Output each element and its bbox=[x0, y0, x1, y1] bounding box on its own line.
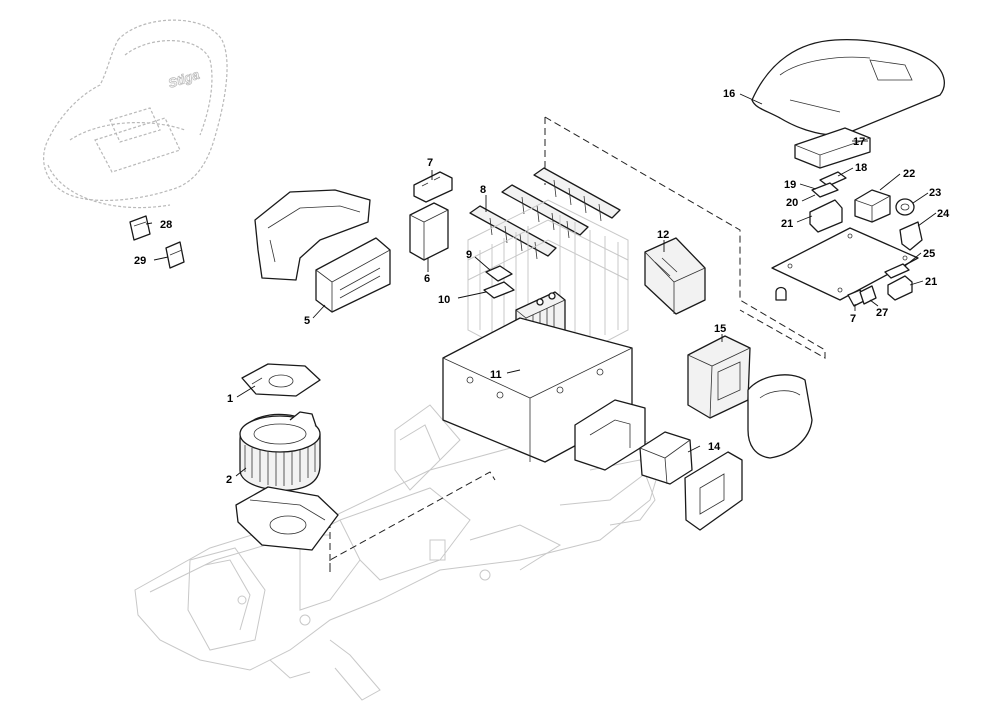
callout-6: 6 bbox=[424, 273, 430, 285]
fitting-part-19-20 bbox=[811, 182, 839, 198]
callout-22: 22 bbox=[903, 168, 915, 180]
fitting-part-25 bbox=[884, 263, 910, 279]
callout-27: 27 bbox=[876, 307, 888, 319]
callout-25: 25 bbox=[923, 248, 935, 260]
controller-cover bbox=[747, 374, 813, 459]
callout-18: 18 bbox=[855, 162, 867, 174]
motor-controller-part-15 bbox=[687, 335, 751, 419]
chassis-frame-ghost bbox=[134, 404, 666, 701]
control-module-part-5 bbox=[315, 237, 391, 313]
relay-part-22 bbox=[854, 189, 891, 223]
callout-16: 16 bbox=[723, 88, 735, 100]
callout-17: 17 bbox=[853, 136, 865, 148]
callout-28: 28 bbox=[160, 219, 172, 231]
cap-part bbox=[775, 286, 787, 301]
fuse-holder-part-23 bbox=[895, 198, 915, 216]
callout-20: 20 bbox=[786, 197, 798, 209]
seat-ghost: Stiga bbox=[43, 19, 228, 209]
callout-7-upper: 7 bbox=[427, 157, 433, 169]
callout-19: 19 bbox=[784, 179, 796, 191]
callout-10: 10 bbox=[438, 294, 450, 306]
controller-part-12 bbox=[644, 237, 706, 315]
callout-2: 2 bbox=[226, 474, 232, 486]
motor-part-2 bbox=[239, 411, 321, 491]
callout-14: 14 bbox=[708, 441, 721, 453]
clip-part-28 bbox=[129, 215, 151, 241]
callout-21-lower: 21 bbox=[925, 276, 937, 288]
callout-15: 15 bbox=[714, 323, 726, 335]
grommet-part-24 bbox=[899, 221, 923, 251]
plate-part-1 bbox=[241, 363, 321, 397]
callout-12: 12 bbox=[657, 229, 669, 241]
callout-23: 23 bbox=[929, 187, 941, 199]
clip-part-29 bbox=[165, 241, 185, 269]
connector-part-10 bbox=[483, 281, 515, 299]
clip-part-27 bbox=[859, 285, 877, 305]
callout-1: 1 bbox=[227, 393, 233, 405]
callout-8: 8 bbox=[480, 184, 486, 196]
callout-7-lower: 7 bbox=[850, 313, 856, 325]
callout-labels: 1 2 5 6 7 7 8 9 10 11 12 14 15 16 17 18 … bbox=[134, 88, 950, 486]
bracket-part-6 bbox=[409, 202, 449, 261]
contactor-part-14 bbox=[639, 431, 693, 485]
callout-21-upper: 21 bbox=[781, 218, 793, 230]
bracket-part-21-upper bbox=[809, 199, 843, 233]
seat-logo: Stiga bbox=[166, 67, 201, 91]
leader-lines bbox=[145, 93, 937, 477]
callout-29: 29 bbox=[134, 255, 146, 267]
callout-5: 5 bbox=[304, 315, 310, 327]
bracket-part-21-lower bbox=[887, 275, 913, 301]
electrical-plate bbox=[771, 227, 919, 301]
callout-24: 24 bbox=[937, 208, 950, 220]
callout-9: 9 bbox=[466, 249, 472, 261]
cover-part-5 bbox=[254, 189, 371, 281]
motor-bracket bbox=[235, 486, 339, 551]
busbar-part-8 bbox=[469, 167, 621, 260]
mounting-plate-14 bbox=[684, 451, 743, 531]
hood-part-16 bbox=[751, 39, 945, 136]
connector-part-9 bbox=[485, 265, 513, 282]
callout-11: 11 bbox=[490, 369, 502, 381]
clip-part-7-upper bbox=[413, 171, 453, 203]
box-part-17 bbox=[794, 127, 871, 169]
